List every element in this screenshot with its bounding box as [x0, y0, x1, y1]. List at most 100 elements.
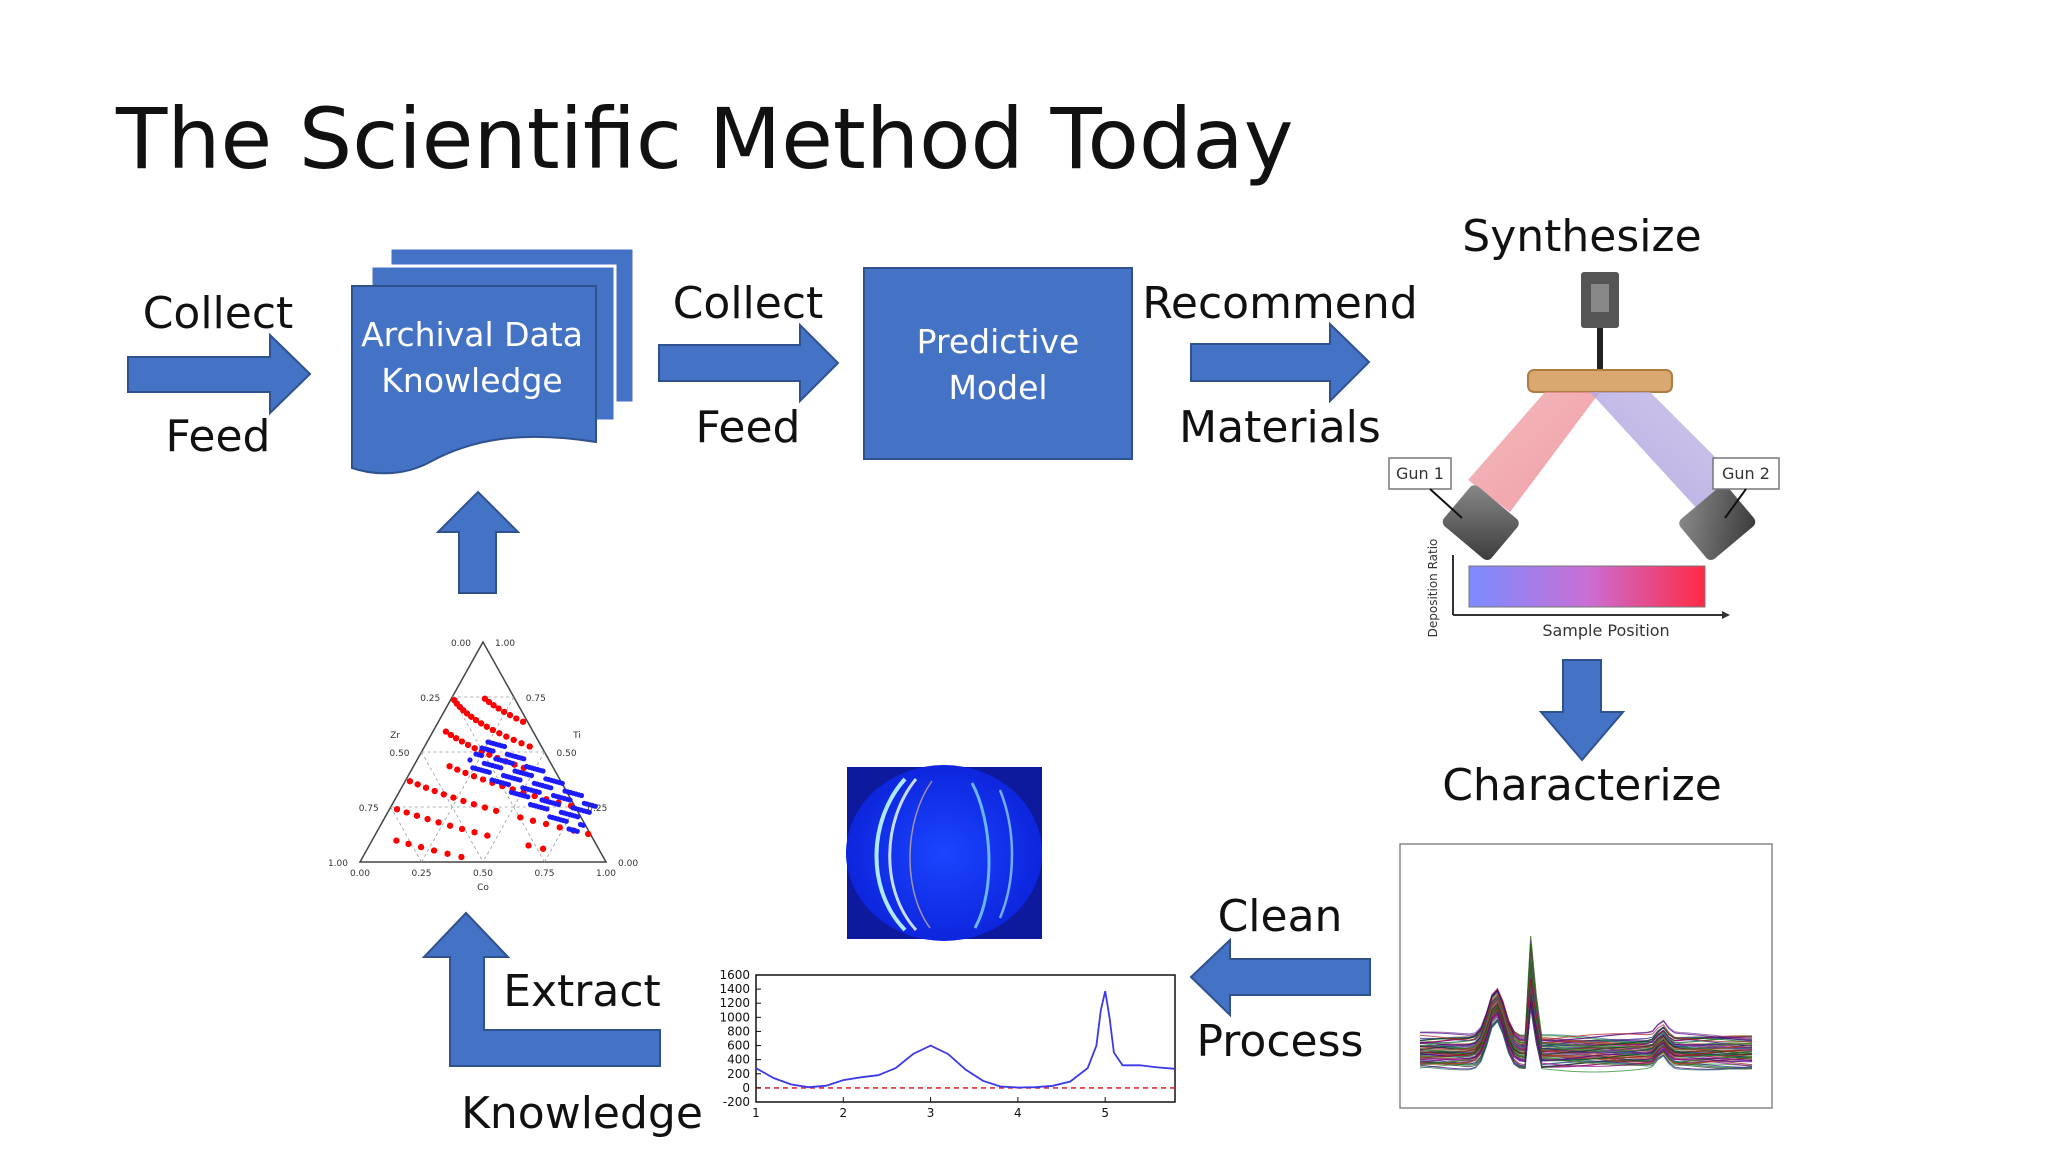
- spectrum-trace: [1419, 944, 1753, 1051]
- ternary-right-tick: 0.00: [618, 859, 638, 869]
- label-process: Process: [1197, 1016, 1364, 1067]
- phase-dot-red: [481, 804, 488, 811]
- phase-dot-red: [471, 745, 478, 752]
- phase-dot-red: [444, 850, 451, 857]
- phase-dot-red: [480, 776, 486, 783]
- ternary-bottom-tick: 0.75: [534, 869, 554, 879]
- ternary-bottom-tick: 0.50: [473, 869, 493, 879]
- phase-dot-red: [468, 713, 475, 720]
- label-knowledge: Knowledge: [461, 1088, 703, 1139]
- sputter-synthesis-figure: [1388, 272, 1780, 619]
- phase-dot-blue: [509, 760, 515, 766]
- phase-dot-red: [490, 702, 497, 709]
- phase-dot-red: [543, 821, 550, 827]
- slide-title: The Scientific Method Today: [115, 90, 1293, 188]
- phase-dot-red: [442, 728, 449, 735]
- spectrum-trace: [1419, 987, 1753, 1054]
- phase-dot-red: [471, 773, 477, 780]
- spectrum-trace: [1419, 959, 1753, 1062]
- phase-dot-blue: [563, 818, 569, 824]
- predictive-model-line2: Model: [948, 368, 1047, 407]
- phase-dot-red: [525, 842, 532, 849]
- phase-dot-red: [507, 712, 513, 719]
- label-recommend: Recommend: [1142, 278, 1417, 329]
- phase-dot-red: [431, 788, 438, 794]
- y-tick-label: 600: [727, 1039, 750, 1053]
- ternary-bottom-axis-label: Co: [477, 883, 489, 893]
- arrow-down-characterize: [1538, 659, 1626, 762]
- series-line: [755, 990, 1176, 1089]
- ternary-gridline: [421, 696, 515, 863]
- phase-dot-red: [513, 715, 520, 722]
- phase-dot-red: [453, 735, 460, 742]
- y-tick-label: -200: [723, 1095, 750, 1109]
- spectrum-trace: [1419, 951, 1753, 1055]
- phase-dot-blue: [586, 809, 592, 815]
- archival-data-line1: Archival Data: [361, 315, 583, 354]
- phase-dot-red: [435, 819, 442, 826]
- phase-dot-blue: [501, 743, 508, 750]
- phase-dot-blue: [478, 752, 485, 759]
- gun1-label: Gun 1: [1396, 464, 1444, 483]
- predictive-model-box: [863, 267, 1133, 460]
- phase-dot-red: [473, 717, 479, 724]
- y-tick-label: 1400: [719, 982, 750, 996]
- label-feed-2: Feed: [696, 402, 801, 453]
- ternary-bottom-tick: 0.25: [411, 869, 431, 879]
- phase-dot-red: [530, 817, 536, 824]
- phase-dot-blue: [498, 765, 504, 771]
- phase-dot-blue: [592, 803, 598, 809]
- phase-dot-blue: [580, 822, 586, 828]
- phase-dot-blue: [575, 814, 581, 820]
- label-materials: Materials: [1179, 402, 1381, 453]
- spectrum-trace: [1419, 990, 1753, 1059]
- phase-dot-red: [496, 730, 503, 737]
- phase-dot-red: [518, 740, 525, 747]
- archival-data-document-stack: [351, 246, 636, 475]
- spectrum-trace: [1419, 980, 1753, 1043]
- phase-dot-red: [405, 840, 412, 847]
- phase-dot-red: [424, 816, 431, 823]
- phase-dot-red: [489, 727, 496, 733]
- phase-dot-red: [394, 806, 400, 813]
- phase-dot-red: [585, 831, 592, 837]
- phase-dot-blue: [574, 828, 580, 834]
- phase-dot-red: [517, 814, 524, 821]
- ternary-left-tick: 0.50: [389, 749, 409, 759]
- xrd-detector-image: [846, 765, 1042, 941]
- phase-dot-red: [520, 718, 527, 725]
- y-tick-label: 1200: [719, 996, 750, 1010]
- phase-dot-red: [510, 736, 517, 743]
- phase-dot-red: [393, 837, 400, 844]
- arrow-up-to-archival: [435, 490, 521, 594]
- phase-dot-red: [483, 723, 490, 730]
- phase-dot-red: [531, 793, 538, 799]
- phase-dot-red: [503, 733, 510, 740]
- phase-dot-red: [495, 705, 502, 712]
- ternary-bottom-tick: 1.00: [596, 869, 616, 879]
- y-tick-label: 0: [742, 1081, 750, 1095]
- archival-data-line2: Knowledge: [381, 361, 562, 400]
- phase-dot-red: [403, 809, 410, 816]
- spectrum-trace: [1419, 1001, 1752, 1063]
- phase-dot-red: [454, 766, 461, 773]
- phase-dot-blue: [578, 792, 585, 799]
- label-collect-1: Collect: [143, 288, 294, 339]
- phase-dot-red: [526, 743, 533, 750]
- phase-dot-blue: [517, 777, 523, 783]
- phase-dot-red: [406, 778, 413, 785]
- phase-dot-blue: [525, 794, 531, 800]
- phase-dot-red: [460, 798, 467, 804]
- spectrum-trace: [1420, 980, 1753, 1042]
- ternary-right-tick: 0.25: [587, 804, 607, 814]
- phase-dot-blue: [490, 748, 496, 754]
- phase-dot-red: [418, 844, 425, 851]
- arrow-up-extract-knowledge: [421, 911, 661, 1067]
- ternary-left-tick: 0.75: [359, 804, 379, 814]
- phase-dot-red: [450, 794, 457, 801]
- ternary-left-axis-label: Zr: [390, 731, 400, 741]
- phase-dot-red: [501, 708, 508, 715]
- axis-sample-position: Sample Position: [1542, 621, 1669, 640]
- phase-dot-blue: [559, 780, 565, 786]
